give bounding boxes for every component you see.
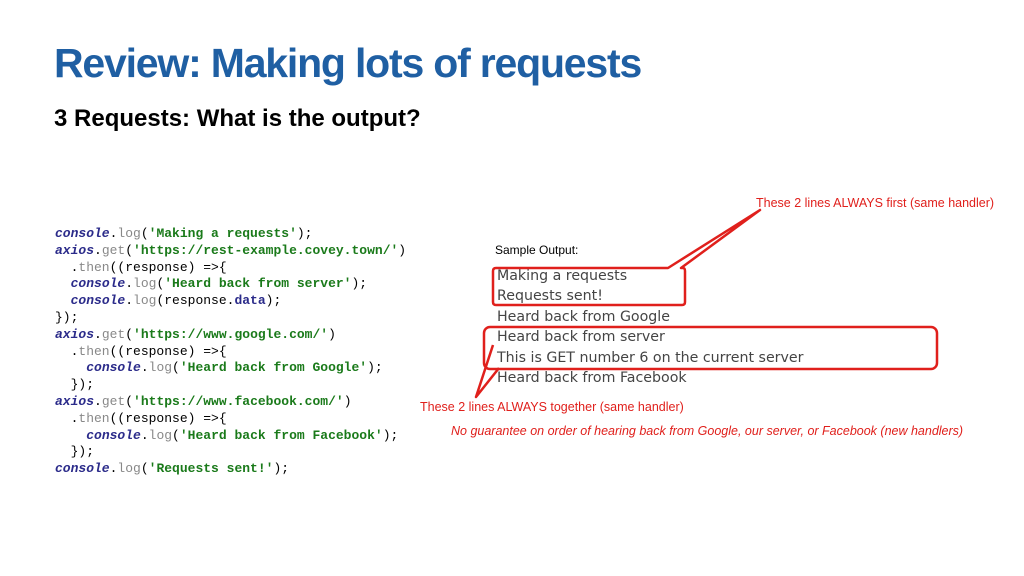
code-token: }); — [55, 309, 79, 325]
code-token: ) — [328, 326, 336, 342]
code-token: then — [78, 410, 110, 426]
code-token: log — [133, 293, 157, 309]
code-token: ( — [156, 276, 165, 292]
code-token: then — [78, 343, 110, 359]
code-line: axios.get('https://www.google.com/') — [55, 327, 406, 344]
output-line: Requests sent! — [497, 288, 603, 305]
code-token: ((response) =>{ — [109, 259, 227, 275]
code-token: get — [101, 242, 126, 258]
output-line: Heard back from Facebook — [497, 369, 687, 386]
code-token: console — [70, 293, 126, 309]
code-line: .then((response) =>{ — [55, 344, 406, 361]
note-always-first: These 2 lines ALWAYS first (same handler… — [756, 196, 995, 210]
code-token: axios — [55, 242, 95, 258]
code-line: }); — [55, 310, 406, 327]
code-token: console — [70, 276, 126, 292]
code-token: }); — [55, 377, 95, 393]
code-token: ( — [172, 427, 180, 443]
code-token: log — [148, 360, 173, 376]
output-line: This is GET number 6 on the current serv… — [497, 349, 804, 366]
code-line: console.log('Making a requests'); — [55, 226, 406, 243]
code-line: axios.get('https://rest-example.covey.to… — [55, 243, 406, 260]
code-token: 'Heard back from Google' — [179, 360, 368, 376]
code-token: ); — [265, 293, 282, 309]
code-token: axios — [55, 393, 95, 409]
code-token: . — [109, 461, 118, 477]
code-token: . — [125, 276, 134, 292]
code-token: . — [94, 242, 102, 258]
note-always-together: These 2 lines ALWAYS together (same hand… — [420, 400, 684, 414]
code-token: ); — [382, 427, 399, 443]
code-token: get — [101, 393, 126, 409]
code-token: get — [101, 326, 126, 342]
code-token: console — [55, 461, 110, 477]
output-line: Heard back from server — [497, 329, 665, 346]
code-token: . — [109, 226, 118, 241]
code-token: ( — [125, 326, 134, 342]
code-token: log — [117, 461, 141, 477]
code-token: ( — [125, 393, 134, 409]
code-token: ) — [398, 242, 407, 258]
note-no-guarantee: No guarantee on order of hearing back fr… — [451, 424, 964, 438]
code-token: 'Heard back from server' — [164, 276, 352, 292]
code-token: console — [86, 427, 141, 443]
code-token: . — [55, 343, 79, 359]
code-token: log — [117, 226, 141, 241]
code-line: .then((response) =>{ — [55, 411, 406, 428]
code-token: 'Heard back from Facebook' — [179, 427, 383, 443]
code-token: ( — [140, 226, 149, 241]
highlight-box-server-lines — [482, 325, 939, 371]
code-token: . — [140, 427, 149, 443]
code-token: . — [94, 326, 102, 342]
code-token: ((response) =>{ — [109, 410, 227, 426]
slide-subtitle: 3 Requests: What is the output? — [54, 105, 421, 132]
code-line: console.log(response.data); — [55, 293, 406, 310]
code-token: ( — [125, 242, 134, 258]
code-line: .then((response) =>{ — [55, 260, 406, 277]
code-token: ( — [140, 461, 149, 477]
code-token: ); — [351, 276, 368, 292]
code-line: axios.get('https://www.facebook.com/') — [55, 394, 406, 411]
code-line: }); — [55, 377, 406, 394]
code-token: ((response) =>{ — [109, 343, 227, 359]
code-token: . — [55, 410, 79, 426]
slide-title: Review: Making lots of requests — [54, 40, 642, 86]
code-token: axios — [55, 326, 95, 342]
code-token: ( — [172, 360, 180, 376]
callout-arrow-together — [474, 344, 500, 399]
output-line: Heard back from Google — [497, 308, 670, 325]
code-token: . — [94, 393, 102, 409]
code-token: . — [55, 259, 79, 275]
code-line: console.log('Heard back from Facebook'); — [55, 428, 406, 445]
code-token: ) — [343, 393, 352, 409]
code-token: . — [125, 293, 134, 309]
code-block: console.log('Making a requests');axios.g… — [55, 226, 406, 478]
code-token: then — [78, 259, 110, 275]
sample-output-label: Sample Output: — [495, 243, 579, 257]
code-token: }); — [55, 444, 95, 460]
code-token: ); — [273, 461, 290, 477]
code-token: ); — [367, 360, 383, 376]
code-line: console.log('Heard back from Google'); — [55, 360, 406, 377]
output-line: Making a requests — [497, 268, 628, 284]
code-token: log — [133, 276, 157, 292]
callout-box-first-lines — [491, 208, 762, 307]
code-token: log — [148, 427, 173, 443]
code-token: 'https://www.google.com/' — [133, 326, 329, 342]
code-token: 'Making a requests' — [148, 226, 297, 241]
code-token: . — [140, 360, 149, 376]
code-line: }); — [55, 444, 406, 461]
code-token: console — [55, 226, 110, 241]
code-line: console.log('Requests sent!'); — [55, 461, 406, 478]
code-token: 'Requests sent!' — [148, 461, 274, 477]
code-token: (response. — [156, 293, 235, 309]
code-token: console — [86, 360, 141, 376]
code-token: ); — [296, 226, 313, 241]
code-line: console.log('Heard back from server'); — [55, 276, 406, 293]
sample-output: Making a requests Requests sent! Heard b… — [497, 266, 803, 388]
code-token: 'https://www.facebook.com/' — [133, 393, 344, 409]
code-token: data — [234, 293, 266, 309]
code-token: 'https://rest-example.covey.town/' — [133, 242, 399, 258]
